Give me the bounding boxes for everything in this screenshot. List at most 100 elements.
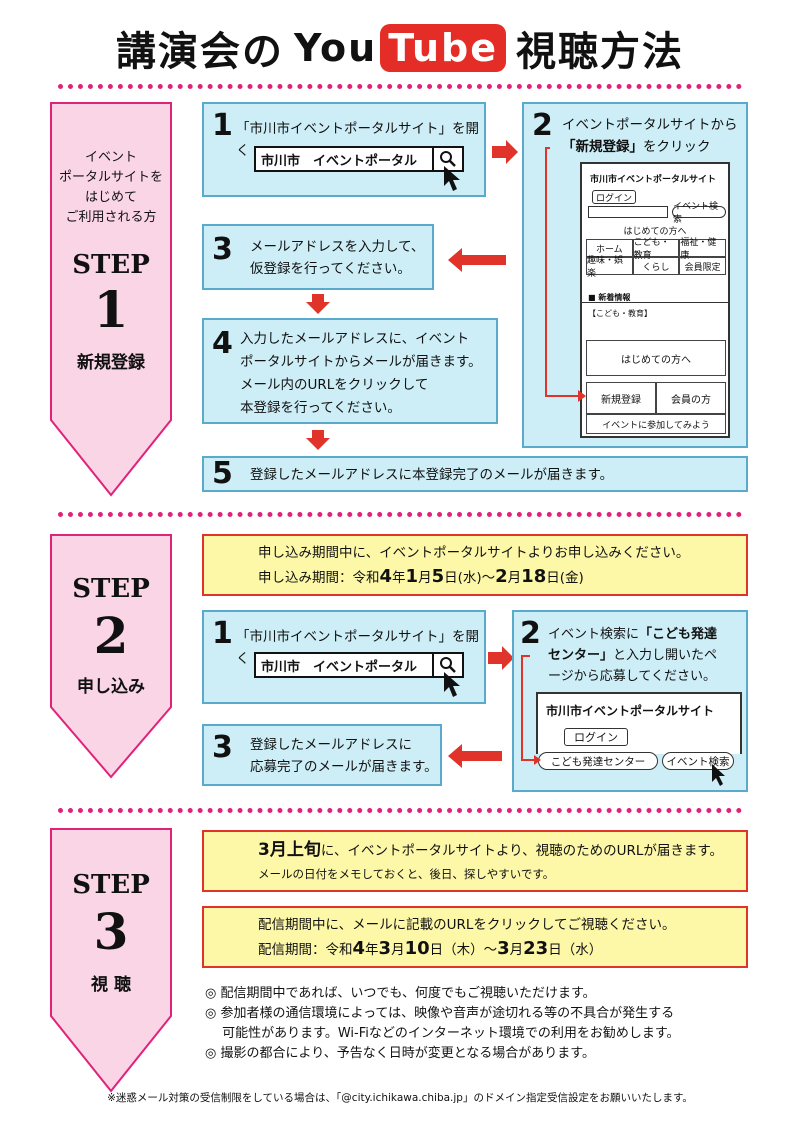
period-instruction: 配信期間中に、メールに記載のURLをクリックしてご視聴ください。: [258, 917, 676, 933]
step-number: 3: [212, 232, 233, 267]
step3-word: STEP: [72, 870, 150, 900]
cursor-icon: [444, 672, 460, 697]
step-number: 2: [520, 616, 541, 651]
search-field[interactable]: こども発達センター: [538, 752, 658, 770]
cursor-icon: [712, 764, 725, 786]
register-button[interactable]: 新規登録: [586, 382, 656, 414]
notes-list: ◎ 配信期間中であれば、いつでも、何度でもご視聴いただけます。 ◎ 参加者様の通…: [205, 984, 745, 1064]
arrow-down-icon: [306, 294, 330, 314]
login-button[interactable]: ログイン: [592, 190, 636, 204]
step3-panel: [50, 828, 172, 1093]
step-number: 5: [212, 456, 233, 491]
note-item: ◎ 撮影の都合により、予告なく日時が変更となる場合があります。: [205, 1046, 596, 1061]
step1-number: 1: [93, 280, 129, 339]
category-life[interactable]: くらし: [632, 257, 680, 275]
step1-box5: 5 登録したメールアドレスに本登録完了のメールが届きます。: [202, 456, 748, 492]
step-number: 3: [212, 730, 233, 765]
url-notice: 3月上旬に、イベントポータルサイトより、視聴のためのURLが届きます。: [258, 840, 724, 860]
step1-box2: 2 イベントポータルサイトから 「新規登録」をクリック 市川市イベントポータルサ…: [522, 102, 748, 448]
step1-word: STEP: [72, 250, 150, 280]
step2-period-box: 申し込み期間中に、イベントポータルサイトよりお申し込みください。 申し込み期間：…: [202, 534, 748, 596]
search-icon[interactable]: [432, 654, 462, 676]
note-item: 可能性があります。Wi-Fiなどのインターネット環境での利用をお勧めします。: [205, 1026, 680, 1041]
portal-mockup: 市川市イベントポータルサイト ログイン: [536, 692, 742, 754]
step-number: 4: [212, 326, 233, 361]
step2-label: 申し込み: [77, 677, 145, 697]
category-member[interactable]: 会員限定: [679, 257, 726, 275]
first-time-button[interactable]: はじめての方へ: [586, 340, 726, 376]
step1-box4: 4 入力したメールアドレスに、イベントポータルサイトからメールが届きます。メール…: [202, 318, 498, 424]
step1-side-text: イベントポータルサイトをはじめてご利用される方: [58, 150, 163, 225]
divider: [58, 512, 742, 517]
join-button[interactable]: イベントに参加してみよう: [586, 414, 726, 434]
note-item: ◎ 配信期間中であれば、いつでも、何度でもご視聴いただけます。: [205, 986, 596, 1001]
search-text: 市川市 イベントポータル: [261, 659, 418, 675]
site-name: 市川市イベントポータルサイト: [546, 704, 715, 718]
pointer-line: [545, 147, 586, 402]
arrow-right-icon: [488, 646, 514, 670]
arrow-left-icon: [448, 248, 506, 272]
step1-label: 新規登録: [77, 353, 145, 373]
instruction-text: 登録したメールアドレスに: [250, 737, 412, 753]
arrow-right-icon: [492, 140, 518, 164]
instruction-text: イベントポータルサイトから: [562, 117, 738, 133]
step-number: 1: [212, 108, 233, 143]
instruction-text: 「市川市イベントポータルサイト」を開く: [236, 629, 479, 667]
login-button[interactable]: ログイン: [564, 728, 628, 746]
member-button[interactable]: 会員の方: [656, 382, 726, 414]
title-suffix: 視聴方法: [515, 29, 684, 75]
instruction-text: 仮登録を行ってください。: [250, 261, 411, 277]
instruction-text: 応募完了のメールが届きます。: [250, 759, 438, 775]
period-instruction: 申し込み期間中に、イベントポータルサイトよりお申し込みください。: [258, 545, 690, 561]
category-home[interactable]: ホーム: [586, 239, 633, 257]
step-number: 1: [212, 616, 233, 651]
step2-word: STEP: [72, 574, 150, 604]
search-field[interactable]: [588, 206, 668, 218]
instruction-text: 登録したメールアドレスに本登録完了のメールが届きます。: [250, 467, 614, 483]
step3-label: 視 聴: [91, 975, 131, 995]
search-box[interactable]: 市川市 イベントポータル: [254, 652, 464, 678]
instruction-text: 入力したメールアドレスに、イベントポータルサイトからメールが届きます。メール内の…: [240, 331, 482, 416]
step2-box2: 2 イベント検索に「こども発達センター」と入力し開いたページから応募してください…: [512, 610, 748, 792]
category-welfare[interactable]: 福祉・健康: [679, 238, 726, 261]
url-tip: メールの日付をメモしておくと、後日、探しやすいです。: [258, 867, 555, 881]
step2-number: 2: [93, 606, 129, 665]
step3-url-box: 3月上旬に、イベントポータルサイトより、視聴のためのURLが届きます。 メールの…: [202, 830, 748, 892]
news-heading: ■ 新着情報: [588, 293, 631, 302]
search-text: 市川市 イベントポータル: [261, 153, 418, 169]
title-prefix: 講演会の: [116, 29, 285, 75]
search-icon[interactable]: [432, 148, 462, 170]
step1-box1: 1 「市川市イベントポータルサイト」を開く 市川市 イベントポータル: [202, 102, 486, 197]
step2-box1: 1 「市川市イベントポータルサイト」を開く 市川市 イベントポータル: [202, 610, 486, 704]
category-grid: ホーム こども・教育 福祉・健康 趣味・娯楽 くらし 会員限定: [586, 238, 726, 279]
step3-period-box: 配信期間中に、メールに記載のURLをクリックしてご視聴ください。 配信期間：令和…: [202, 906, 748, 968]
step-number: 2: [532, 108, 553, 143]
instruction-text: 「市川市イベントポータルサイト」を開く: [236, 121, 479, 159]
step1-panel: [50, 102, 172, 497]
footer-note: ※迷惑メール対策の受信制限をしている場合は、「@city.ichikawa.ch…: [107, 1092, 693, 1104]
divider: [58, 84, 742, 89]
news-category: 【こども・教育】: [588, 309, 652, 318]
category-kids[interactable]: こども・教育: [632, 238, 680, 261]
event-search-button[interactable]: イベント検索: [672, 202, 726, 225]
step2-panel: [50, 534, 172, 779]
step2-box3: 3 登録したメールアドレスに 応募完了のメールが届きます。: [202, 724, 442, 786]
arrow-left-icon: [448, 744, 502, 768]
pointer-line: [521, 655, 541, 765]
instruction-text: イベント検索に「こども発達センター」と入力し開いたページから応募してください。: [548, 627, 718, 684]
search-box[interactable]: 市川市 イベントポータル: [254, 146, 464, 172]
step3-number: 3: [93, 902, 129, 961]
site-name: 市川市イベントポータルサイト: [590, 175, 717, 185]
portal-mockup: 市川市イベントポータルサイト ログイン イベント検索 はじめての方へ ホーム こ…: [580, 162, 730, 438]
event-search-button[interactable]: イベント検索: [662, 752, 734, 770]
first-time-link[interactable]: はじめての方へ: [623, 227, 687, 237]
step1-box3: 3 メールアドレスを入力して、 仮登録を行ってください。: [202, 224, 434, 290]
cursor-icon: [444, 166, 460, 191]
note-item: ◎ 参加者様の通信環境によっては、映像や音声が途切れる等の不具合が発生する: [205, 1006, 675, 1021]
arrow-down-icon: [306, 430, 330, 450]
category-hobby[interactable]: 趣味・娯楽: [586, 256, 633, 279]
